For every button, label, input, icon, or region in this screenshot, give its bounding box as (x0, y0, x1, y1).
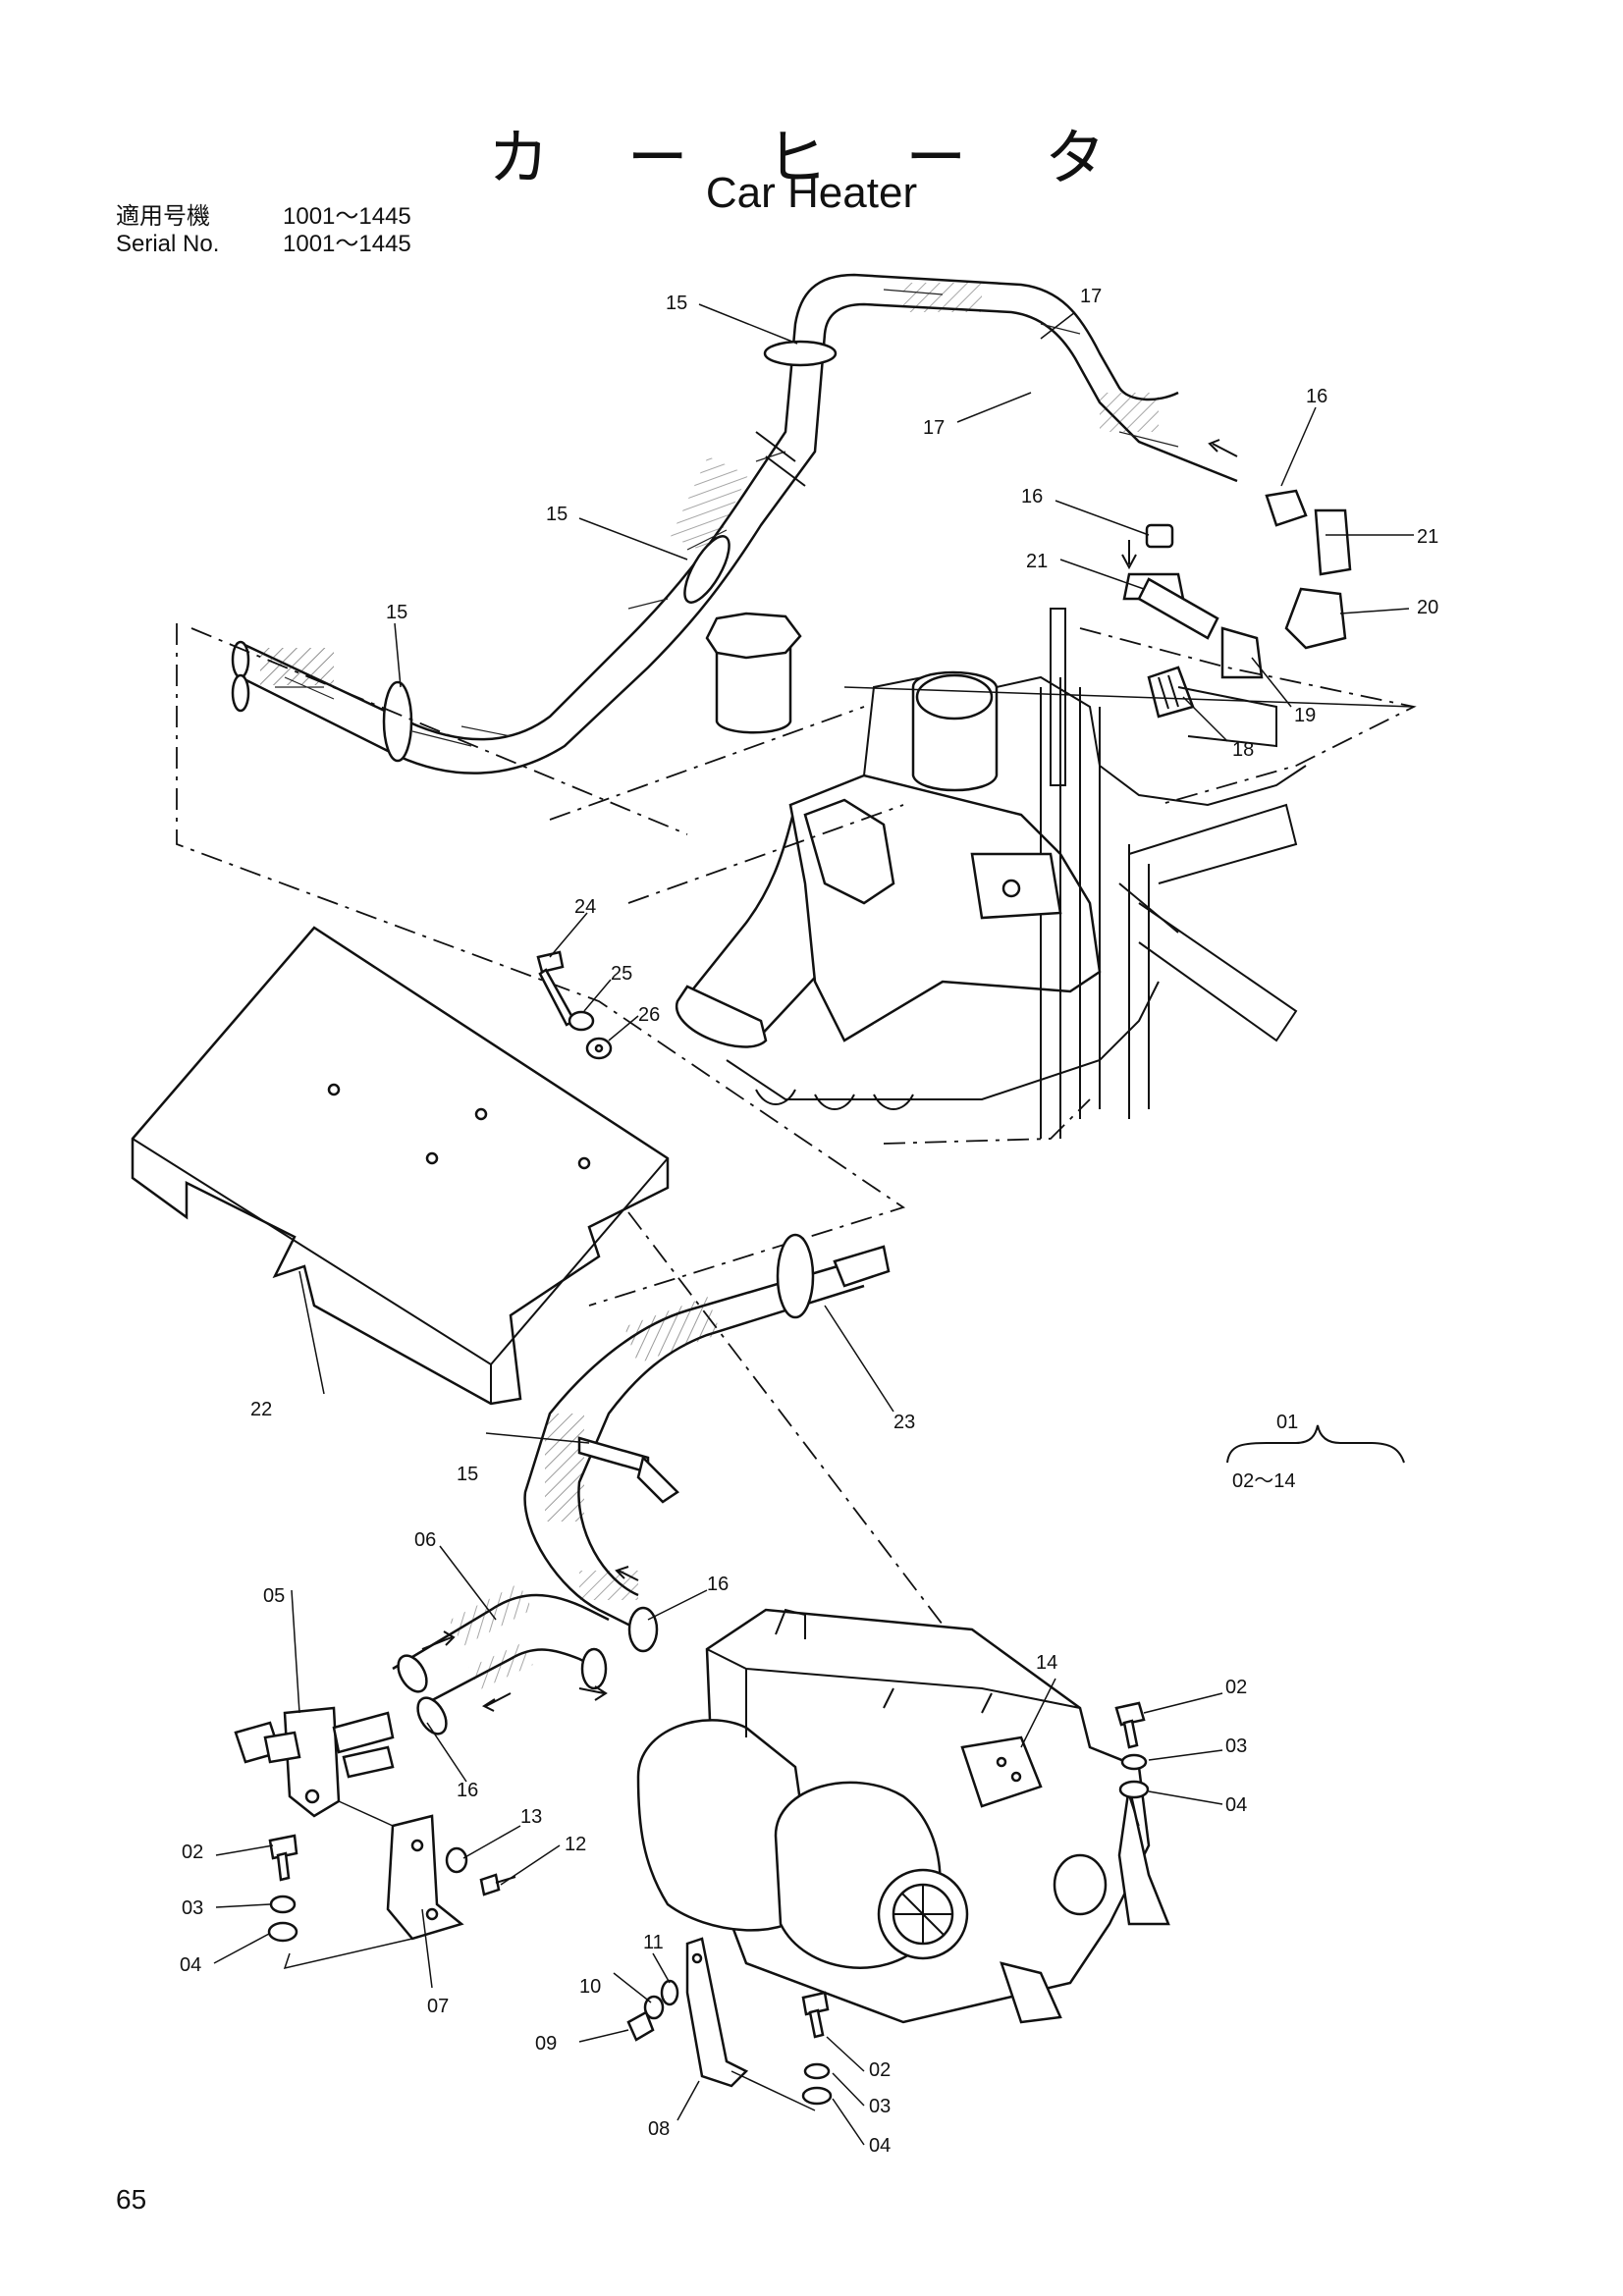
callout-16: 16 (1306, 386, 1327, 407)
page-title-english: Car Heater (705, 169, 918, 217)
serial-japanese: 適用号機 1001～1445 (116, 196, 411, 231)
callout-20: 20 (1417, 597, 1438, 618)
callout-03: 03 (1225, 1735, 1247, 1757)
callout-04: 04 (180, 1954, 201, 1976)
callout-24: 24 (574, 896, 596, 918)
callout-22: 22 (250, 1399, 272, 1420)
page-title-japanese: カ ー ヒ ー タ (488, 122, 1135, 193)
heater-cover (131, 926, 670, 1406)
callout-21: 21 (1417, 526, 1438, 548)
group-label-bottom: 02～14 (1232, 1470, 1296, 1492)
callout-10: 10 (579, 1976, 601, 1998)
callout-13: 13 (520, 1806, 542, 1828)
callout-03: 03 (182, 1897, 203, 1919)
serial-japanese-value: 1001～1445 (283, 203, 411, 230)
callout-17: 17 (923, 417, 945, 439)
callout-23: 23 (893, 1412, 915, 1433)
cover-bolts (536, 950, 613, 1060)
serial-english: Serial No. 1001～1445 (116, 224, 411, 258)
callout-15: 15 (386, 602, 407, 623)
callout-08: 08 (648, 2118, 670, 2140)
callout-18: 18 (1232, 739, 1254, 761)
serial-english-label: Serial No. (116, 231, 220, 257)
callout-06: 06 (414, 1529, 436, 1551)
callout-05: 05 (263, 1585, 285, 1607)
callout-09: 09 (535, 2033, 557, 2055)
callout-16: 16 (1021, 486, 1043, 507)
callout-25: 25 (611, 963, 632, 985)
upper-fittings (1122, 489, 1352, 719)
callout-21: 21 (1026, 551, 1048, 572)
callout-15: 15 (457, 1464, 478, 1485)
callout-02: 02 (869, 2059, 891, 2081)
hardware-screws (267, 1701, 1150, 2106)
callout-04: 04 (869, 2135, 891, 2157)
lower-hose-assembly (392, 1233, 891, 1735)
group-label-top: 01 (1276, 1412, 1298, 1433)
water-valve (234, 1706, 464, 1970)
heater-unit (636, 1608, 1170, 2111)
callout-labels: 15 17 17 16 16 21 21 20 19 18 15 15 24 2… (180, 286, 1438, 2157)
serial-japanese-label: 適用号機 (116, 203, 210, 230)
callout-17: 17 (1080, 286, 1102, 307)
callout-11: 11 (643, 1932, 664, 1953)
callout-15: 15 (546, 504, 568, 525)
callout-04: 04 (1225, 1794, 1247, 1816)
callout-03: 03 (869, 2096, 891, 2117)
callout-16: 16 (707, 1574, 729, 1595)
callout-26: 26 (638, 1004, 660, 1026)
callout-07: 07 (427, 1996, 449, 2017)
page-number: 65 (116, 2184, 147, 2215)
callout-16: 16 (457, 1780, 478, 1801)
upper-hose-assembly (231, 273, 1238, 774)
callout-19: 19 (1294, 705, 1316, 726)
callout-02: 02 (182, 1842, 203, 1863)
callout-12: 12 (565, 1834, 586, 1855)
callout-14: 14 (1036, 1652, 1057, 1674)
callout-02: 02 (1225, 1677, 1247, 1698)
callout-leaders (213, 303, 1414, 2146)
serial-english-value: 1001～1445 (283, 231, 411, 257)
callout-15: 15 (666, 293, 687, 314)
engine-block (675, 608, 1307, 1139)
